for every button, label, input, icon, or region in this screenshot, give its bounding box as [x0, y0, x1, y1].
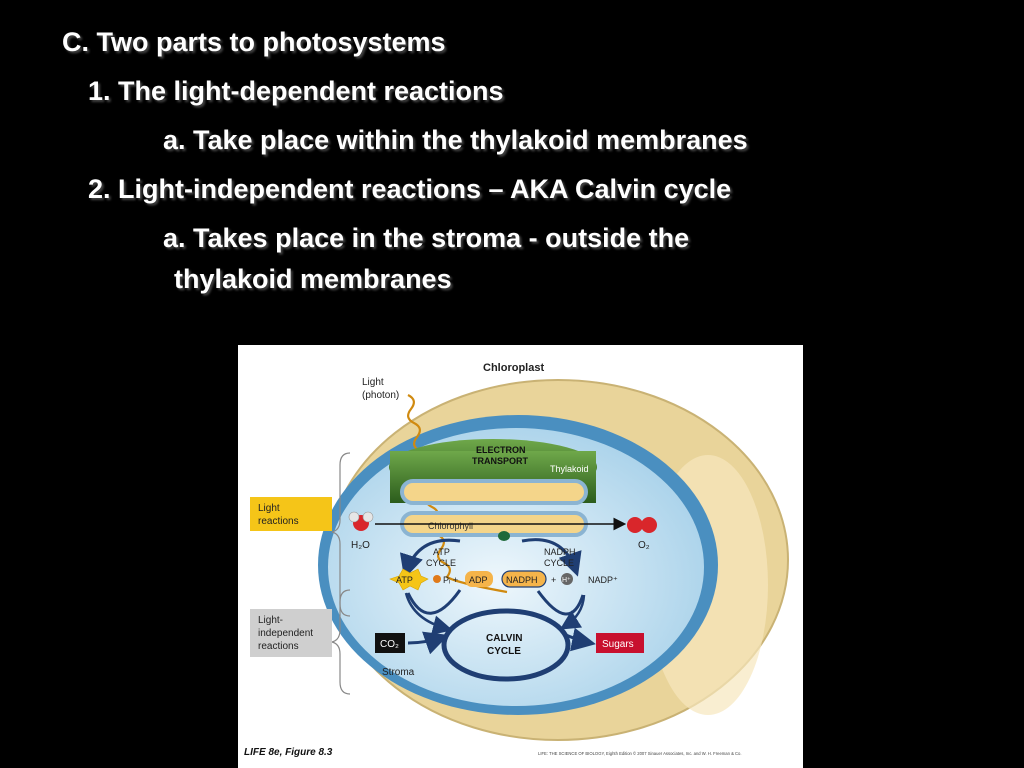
light-reactions-bracket	[331, 452, 351, 617]
co2-box	[375, 633, 405, 653]
nadph-plus-text: +	[551, 575, 556, 585]
light-reactions-label-2: reactions	[258, 516, 299, 527]
bullet-2a-continuation: thylakoid membranes	[174, 264, 452, 294]
calvin-cycle-label-2: CYCLE	[487, 646, 521, 657]
light-label: Light	[362, 377, 384, 388]
nadph-cycle-label-1: NADPH	[544, 547, 576, 557]
o2-molecule-a	[627, 517, 643, 533]
chlorophyll-label: Chlorophyll	[428, 521, 473, 531]
electron-transport-label-1: ELECTRON	[476, 445, 526, 455]
figure-credit: LIFE: THE SCIENCE OF BIOLOGY, Eighth Edi…	[538, 751, 742, 756]
light-independent-label-1: Light-	[258, 615, 283, 626]
co2-text: CO₂	[380, 639, 399, 650]
nadph-text: NADPH	[506, 575, 538, 585]
chloroplast-figure: Chloroplast Light (photon) ELECTRON TRAN…	[238, 345, 803, 768]
h-plus-text: H⁺	[562, 577, 571, 584]
h-plus-dot	[561, 573, 573, 585]
atp-text: ATP	[396, 575, 413, 585]
stroma-label: Stroma	[382, 667, 415, 678]
light-independent-label-2: independent	[258, 628, 313, 639]
h2o-molecule-h1	[348, 511, 360, 523]
atp-cycle-arrow-bottom	[406, 589, 462, 615]
light-reactions-label-1: Light	[258, 503, 280, 514]
nadph-cycle-label-2: CYCLE	[544, 558, 574, 568]
atp-badge	[389, 568, 429, 591]
co2-arrow	[407, 631, 449, 655]
o2-molecule-b	[641, 517, 657, 533]
sugars-arrow	[565, 627, 596, 652]
electron-transport-label-2: TRANSPORT	[472, 456, 529, 466]
photon-label: (photon)	[362, 390, 399, 401]
o2-label: O₂	[638, 540, 650, 551]
chlorophyll-dot	[498, 531, 510, 541]
sugars-text: Sugars	[602, 639, 634, 650]
figure-caption: LIFE 8e, Figure 8.3	[244, 747, 333, 758]
light-reactions-box	[250, 497, 332, 531]
bullet-2a-stroma: a. Takes place in the stroma - outside t…	[163, 223, 690, 253]
thylakoid-disc-1	[400, 479, 588, 505]
nadph-to-calvin-arrow	[559, 594, 586, 630]
light-independent-label-3: reactions	[258, 641, 299, 652]
atp-to-calvin-arrow	[404, 592, 453, 635]
sugars-box	[596, 633, 644, 653]
pi-plus-text: Pᵢ +	[443, 575, 458, 585]
bullet-2-light-independent: 2. Light-independent reactions – AKA Cal…	[88, 174, 732, 204]
thylakoid-label: Thylakoid	[550, 464, 589, 474]
adp-text: ADP	[469, 575, 488, 585]
h2o-label: H₂O	[351, 540, 370, 551]
nadp-plus-text: NADP⁺	[588, 575, 618, 585]
bullet-1a-thylakoid: a. Take place within the thylakoid membr…	[163, 125, 748, 155]
h2o-molecule-h2	[362, 511, 374, 523]
bullet-1-light-dependent: 1. The light-dependent reactions	[88, 76, 504, 106]
adp-badge	[465, 571, 493, 587]
atp-cycle-label-2: CYCLE	[426, 558, 456, 568]
chloroplast-title: Chloroplast	[483, 362, 544, 374]
chloroplast-diagram: Chloroplast Light (photon) ELECTRON TRAN…	[244, 362, 789, 758]
atp-cycle-label-1: ATP	[433, 547, 450, 557]
nadph-cycle-arrow-top	[521, 538, 582, 577]
nadph-badge	[501, 570, 547, 588]
pi-dot	[433, 575, 441, 583]
atp-cycle-arrow-top	[399, 538, 461, 579]
light-independent-box	[250, 609, 332, 657]
calvin-cycle-label-1: CALVIN	[486, 633, 522, 644]
bullet-c-heading: C. Two parts to photosystems	[62, 27, 446, 57]
